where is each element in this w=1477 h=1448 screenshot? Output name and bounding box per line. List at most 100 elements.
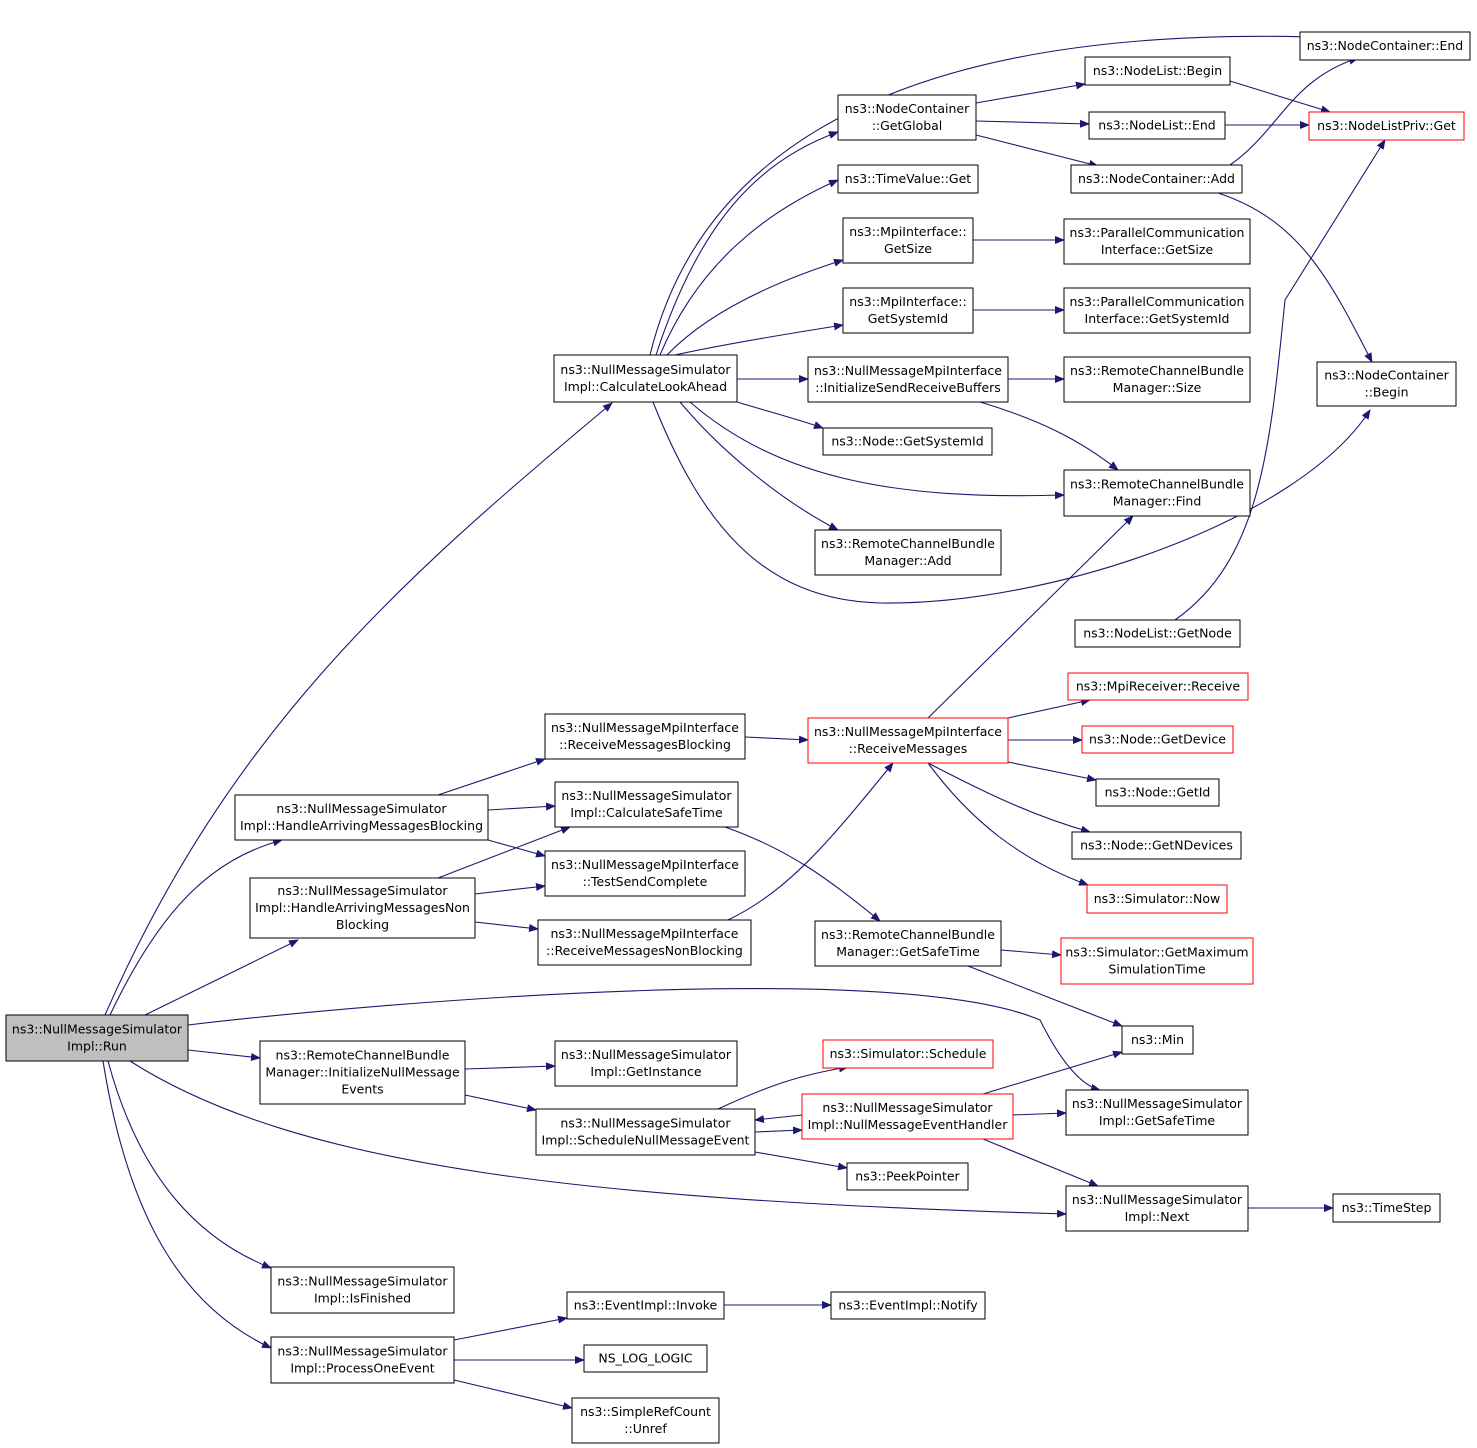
node-get-instance[interactable]: ns3::NullMessageSimulatorImpl::GetInstan… bbox=[554, 1040, 738, 1087]
node-label-line: ::ReceiveMessagesNonBlocking bbox=[546, 943, 743, 958]
node-box bbox=[249, 877, 476, 939]
node-nc-begin[interactable]: ns3::NodeContainer::Begin bbox=[1316, 361, 1457, 407]
node-event-invoke[interactable]: ns3::EventImpl::Invoke bbox=[566, 1291, 725, 1320]
node-nms-getsafetime[interactable]: ns3::NullMessageSimulatorImpl::GetSafeTi… bbox=[1065, 1089, 1249, 1136]
node-handle-nonblocking[interactable]: ns3::NullMessageSimulatorImpl::HandleArr… bbox=[249, 877, 476, 939]
node-timestep[interactable]: ns3::TimeStep bbox=[1332, 1193, 1441, 1223]
node-label-line: ns3::NullMessageMpiInterface bbox=[814, 363, 1002, 378]
call-edge bbox=[689, 401, 1065, 500]
node-nl-getnode[interactable]: ns3::NodeList::GetNode bbox=[1074, 619, 1241, 648]
node-handle-blocking[interactable]: ns3::NullMessageSimulatorImpl::HandleArr… bbox=[234, 794, 489, 841]
node-label-line: Impl::NullMessageEventHandler bbox=[808, 1117, 1009, 1132]
node-box bbox=[5, 1014, 189, 1062]
node-pci-getsize[interactable]: ns3::ParallelCommunicationInterface::Get… bbox=[1063, 218, 1251, 265]
node-label-line: ns3::NodeList::Begin bbox=[1093, 63, 1222, 78]
node-mpi-getsysid[interactable]: ns3::MpiInterface::GetSystemId bbox=[842, 287, 974, 334]
node-label-line: ns3::MpiInterface:: bbox=[849, 224, 966, 239]
call-edge bbox=[464, 1094, 537, 1113]
node-nc-global[interactable]: ns3::NodeContainer::GetGlobal bbox=[837, 94, 977, 141]
node-box bbox=[807, 717, 1009, 764]
node-test-send[interactable]: ns3::NullMessageMpiInterface::TestSendCo… bbox=[544, 850, 746, 897]
node-box bbox=[837, 164, 979, 194]
node-sim-now[interactable]: ns3::Simulator::Now bbox=[1086, 884, 1228, 914]
node-node-getid[interactable]: ns3::Node::GetId bbox=[1095, 778, 1220, 807]
node-nmmpi-recv[interactable]: ns3::NullMessageMpiInterface::ReceiveMes… bbox=[807, 717, 1009, 764]
node-label-line: ns3::SimpleRefCount bbox=[580, 1404, 711, 1419]
node-box bbox=[554, 1040, 738, 1087]
node-box bbox=[1095, 778, 1220, 807]
node-nc-add[interactable]: ns3::NodeContainer::Add bbox=[1070, 164, 1243, 194]
node-label-line: Impl::CalculateSafeTime bbox=[570, 805, 723, 820]
node-event-notify[interactable]: ns3::EventImpl::Notify bbox=[830, 1291, 986, 1320]
call-edge bbox=[927, 515, 1134, 719]
node-nlp-get[interactable]: ns3::NodeListPriv::Get bbox=[1308, 111, 1465, 141]
node-box bbox=[1070, 164, 1243, 194]
node-ns-log-logic[interactable]: NS_LOG_LOGIC bbox=[583, 1344, 708, 1373]
node-min[interactable]: ns3::Min bbox=[1121, 1025, 1194, 1055]
node-node-getdevice[interactable]: ns3::Node::GetDevice bbox=[1081, 725, 1234, 754]
node-node-getndevices[interactable]: ns3::Node::GetNDevices bbox=[1071, 831, 1242, 860]
node-box bbox=[566, 1291, 725, 1320]
node-label-line: Manager::GetSafeTime bbox=[836, 944, 980, 959]
call-edge bbox=[453, 1315, 568, 1341]
node-label-line: GetSize bbox=[884, 241, 932, 256]
node-box bbox=[1084, 56, 1231, 86]
node-box bbox=[801, 1093, 1014, 1140]
call-edge bbox=[187, 1049, 261, 1061]
node-label-line: Impl::CalculateLookAhead bbox=[564, 379, 727, 394]
edges bbox=[102, 33, 1386, 1410]
node-label-line: ns3::RemoteChannelBundle bbox=[821, 536, 995, 551]
node-nmmpi-init[interactable]: ns3::NullMessageMpiInterface::Initialize… bbox=[807, 356, 1009, 403]
node-pci-getsysid[interactable]: ns3::ParallelCommunicationInterface::Get… bbox=[1063, 287, 1251, 334]
node-nmmpi-recv-blocking[interactable]: ns3::NullMessageMpiInterface::ReceiveMes… bbox=[544, 713, 746, 760]
node-box bbox=[842, 287, 974, 334]
node-node-getsysid[interactable]: ns3::Node::GetSystemId bbox=[822, 427, 993, 456]
node-refcount-unref[interactable]: ns3::SimpleRefCount::Unref bbox=[571, 1397, 720, 1444]
node-nmmpi-recv-nonblocking[interactable]: ns3::NullMessageMpiInterface::ReceiveMes… bbox=[537, 919, 752, 966]
node-label-line: ::TestSendComplete bbox=[583, 874, 708, 889]
node-rcbm-getsafetime[interactable]: ns3::RemoteChannelBundleManager::GetSafe… bbox=[814, 920, 1002, 967]
node-process-one[interactable]: ns3::NullMessageSimulatorImpl::ProcessOn… bbox=[270, 1336, 455, 1384]
call-edge bbox=[1007, 698, 1091, 719]
node-calc-safetime[interactable]: ns3::NullMessageSimulatorImpl::Calculate… bbox=[554, 781, 739, 828]
node-label-line: ns3::ParallelCommunication bbox=[1070, 225, 1245, 240]
node-label-line: ns3::NodeContainer bbox=[845, 101, 970, 116]
node-tv-get[interactable]: ns3::TimeValue::Get bbox=[837, 164, 979, 194]
call-edge bbox=[437, 758, 546, 796]
node-label-line: Impl::ScheduleNullMessageEvent bbox=[542, 1133, 750, 1148]
node-calc-lookahead[interactable]: ns3::NullMessageSimulatorImpl::Calculate… bbox=[553, 354, 738, 403]
node-mpi-getsize[interactable]: ns3::MpiInterface::GetSize bbox=[842, 217, 974, 264]
node-mpirecv-receive[interactable]: ns3::MpiReceiver::Receive bbox=[1067, 672, 1249, 701]
node-is-finished[interactable]: ns3::NullMessageSimulatorImpl::IsFinishe… bbox=[270, 1266, 455, 1314]
call-edge bbox=[679, 401, 839, 531]
node-nl-begin[interactable]: ns3::NodeList::Begin bbox=[1084, 56, 1231, 86]
node-box bbox=[1088, 111, 1226, 140]
node-box bbox=[1063, 287, 1251, 334]
node-label-line: ns3::Node::GetId bbox=[1105, 785, 1211, 800]
node-label-line: ns3::NullMessageSimulator bbox=[276, 801, 447, 816]
call-edge bbox=[967, 965, 1123, 1027]
node-nc-end[interactable]: ns3::NodeContainer::End bbox=[1299, 31, 1471, 61]
node-label-line: Impl::Run bbox=[67, 1039, 127, 1054]
node-nme-handler[interactable]: ns3::NullMessageSimulatorImpl::NullMessa… bbox=[801, 1093, 1014, 1140]
node-label-line: ns3::TimeValue::Get bbox=[845, 171, 972, 186]
call-edge bbox=[437, 826, 571, 879]
node-box bbox=[1063, 218, 1251, 265]
node-schedule-nme[interactable]: ns3::NullMessageSimulatorImpl::ScheduleN… bbox=[535, 1108, 756, 1156]
node-box bbox=[270, 1336, 455, 1384]
node-box bbox=[259, 1040, 466, 1105]
node-label-line: ::ReceiveMessagesBlocking bbox=[559, 737, 731, 752]
node-rcbm-init[interactable]: ns3::RemoteChannelBundleManager::Initial… bbox=[259, 1040, 466, 1105]
call-edge bbox=[979, 401, 1119, 471]
node-nl-end[interactable]: ns3::NodeList::End bbox=[1088, 111, 1226, 140]
node-box bbox=[544, 850, 746, 897]
node-sim-schedule[interactable]: ns3::Simulator::Schedule bbox=[822, 1039, 994, 1069]
node-peek-pointer[interactable]: ns3::PeekPointer bbox=[846, 1162, 969, 1191]
node-box bbox=[830, 1291, 986, 1320]
